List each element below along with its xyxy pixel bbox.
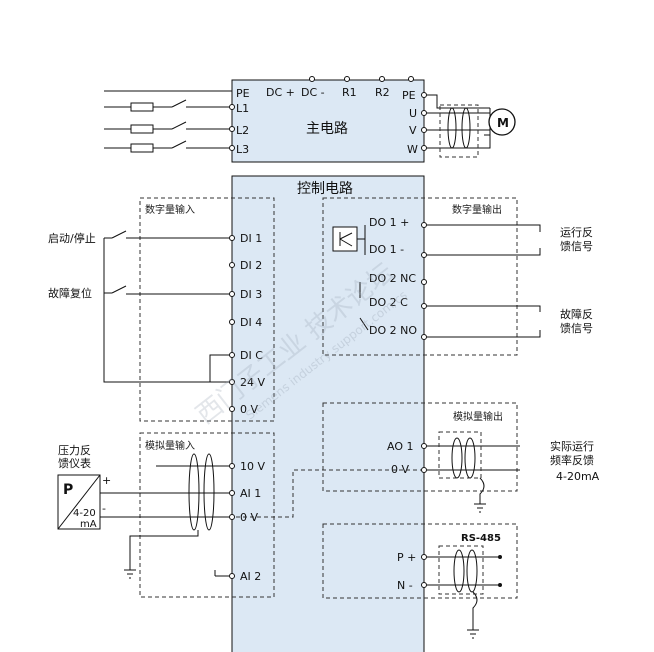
svg-text:DI 4: DI 4 xyxy=(240,316,262,329)
control-circuit-box xyxy=(231,175,425,652)
terminal-label-pe-out: PE xyxy=(402,89,416,102)
analog-output-wiring xyxy=(427,431,520,513)
motor-wiring xyxy=(421,92,491,158)
rs485-group-label: RS-485 xyxy=(461,533,501,544)
digital-input-group-label: 数字量输入 xyxy=(145,203,195,216)
transmitter-range-line2: mA xyxy=(80,519,97,530)
fault-feedback-line1: 故障反 xyxy=(560,307,593,321)
svg-text:10 V: 10 V xyxy=(240,460,265,473)
relay-symbol xyxy=(332,225,366,255)
analog-output-group xyxy=(322,402,518,492)
terminal-r2 xyxy=(379,76,385,82)
digital-input-wiring xyxy=(103,230,229,383)
svg-text:DI 1: DI 1 xyxy=(240,232,262,245)
terminal-label-r2: R2 xyxy=(375,86,390,99)
transmitter-p-label: P xyxy=(63,482,73,498)
rs485-wiring xyxy=(427,545,502,639)
terminal-l2 xyxy=(229,126,235,132)
analog-output-group-label: 模拟量输出 xyxy=(453,410,503,423)
terminal-label-w: W xyxy=(407,143,418,156)
pressure-transmitter xyxy=(57,474,101,530)
terminal-label-dc-minus: DC - xyxy=(301,86,325,99)
start-stop-label: 启动/停止 xyxy=(48,231,96,245)
terminal-label-v: V xyxy=(409,124,417,137)
svg-text:DO 2 C: DO 2 C xyxy=(369,296,408,309)
terminal-r2b xyxy=(408,76,414,82)
freq-feedback-line3: 4-20mA xyxy=(556,470,600,483)
terminal-l1 xyxy=(229,104,235,110)
terminal-r1 xyxy=(344,76,350,82)
supply-lines xyxy=(104,90,232,153)
motor-label: M xyxy=(497,116,509,130)
svg-text:24 V: 24 V xyxy=(240,376,265,389)
analog-input-wiring xyxy=(100,453,421,579)
svg-text:DI 2: DI 2 xyxy=(240,259,262,272)
minus-sign: - xyxy=(102,502,106,515)
svg-text:P +: P + xyxy=(397,551,416,564)
svg-text:DO 2 NO: DO 2 NO xyxy=(369,324,417,337)
svg-text:AO 1: AO 1 xyxy=(387,440,414,453)
control-circuit-title: 控制电路 xyxy=(297,181,353,197)
svg-text:AI 1: AI 1 xyxy=(240,487,261,500)
svg-text:DI 3: DI 3 xyxy=(240,288,262,301)
plus-sign: + xyxy=(102,474,111,487)
main-circuit-title: 主电路 xyxy=(306,121,348,137)
svg-text:DI C: DI C xyxy=(240,349,263,362)
terminal-label-l1: L1 xyxy=(236,102,249,115)
pressure-label-line2: 馈仪表 xyxy=(58,456,91,470)
terminal-l3 xyxy=(229,145,235,151)
svg-text:AI 2: AI 2 xyxy=(240,570,261,583)
main-circuit-box xyxy=(231,79,425,163)
terminal-label-l2: L2 xyxy=(236,124,249,137)
fault-feedback-line2: 馈信号 xyxy=(560,322,593,335)
digital-output-group xyxy=(322,197,518,356)
svg-text:DO 1 +: DO 1 + xyxy=(369,216,409,229)
transmitter-range-line1: 4-20 xyxy=(73,508,96,519)
svg-text:0 V: 0 V xyxy=(240,511,258,524)
control-left-terminals: DI 1 DI 2 DI 3 DI 4 DI C 24 V 0 V 10 V A… xyxy=(229,232,265,583)
terminal-label-r1: R1 xyxy=(342,86,357,99)
freq-feedback-line2: 频率反馈 xyxy=(550,453,594,467)
terminal-label-u: U xyxy=(409,107,417,120)
analog-input-group xyxy=(139,432,275,598)
terminal-label-l3: L3 xyxy=(236,143,249,156)
rs485-group xyxy=(322,523,518,599)
digital-input-group xyxy=(139,197,275,422)
svg-text:0 V: 0 V xyxy=(240,403,258,416)
svg-text:DO 1 -: DO 1 - xyxy=(369,243,404,256)
terminal-label-pe-in: PE xyxy=(236,87,250,100)
terminal-dc-plus xyxy=(309,76,315,82)
control-right-terminals: DO 1 + DO 1 - DO 2 NC DO 2 C DO 2 NO AO … xyxy=(369,216,427,592)
digital-output-wiring xyxy=(359,224,541,338)
analog-input-group-label: 模拟量输入 xyxy=(145,439,195,452)
svg-text:N -: N - xyxy=(397,579,413,592)
fault-reset-label: 故障复位 xyxy=(48,286,92,300)
svg-text:DO 2 NC: DO 2 NC xyxy=(369,272,416,285)
freq-feedback-line1: 实际运行 xyxy=(550,439,594,453)
run-feedback-line2: 馈信号 xyxy=(560,240,593,253)
pressure-label-line1: 压力反 xyxy=(58,444,91,457)
motor-symbol xyxy=(488,108,516,136)
run-feedback-line1: 运行反 xyxy=(560,226,593,239)
terminal-label-dc-plus: DC + xyxy=(266,86,295,99)
digital-output-group-label: 数字量输出 xyxy=(452,203,502,216)
